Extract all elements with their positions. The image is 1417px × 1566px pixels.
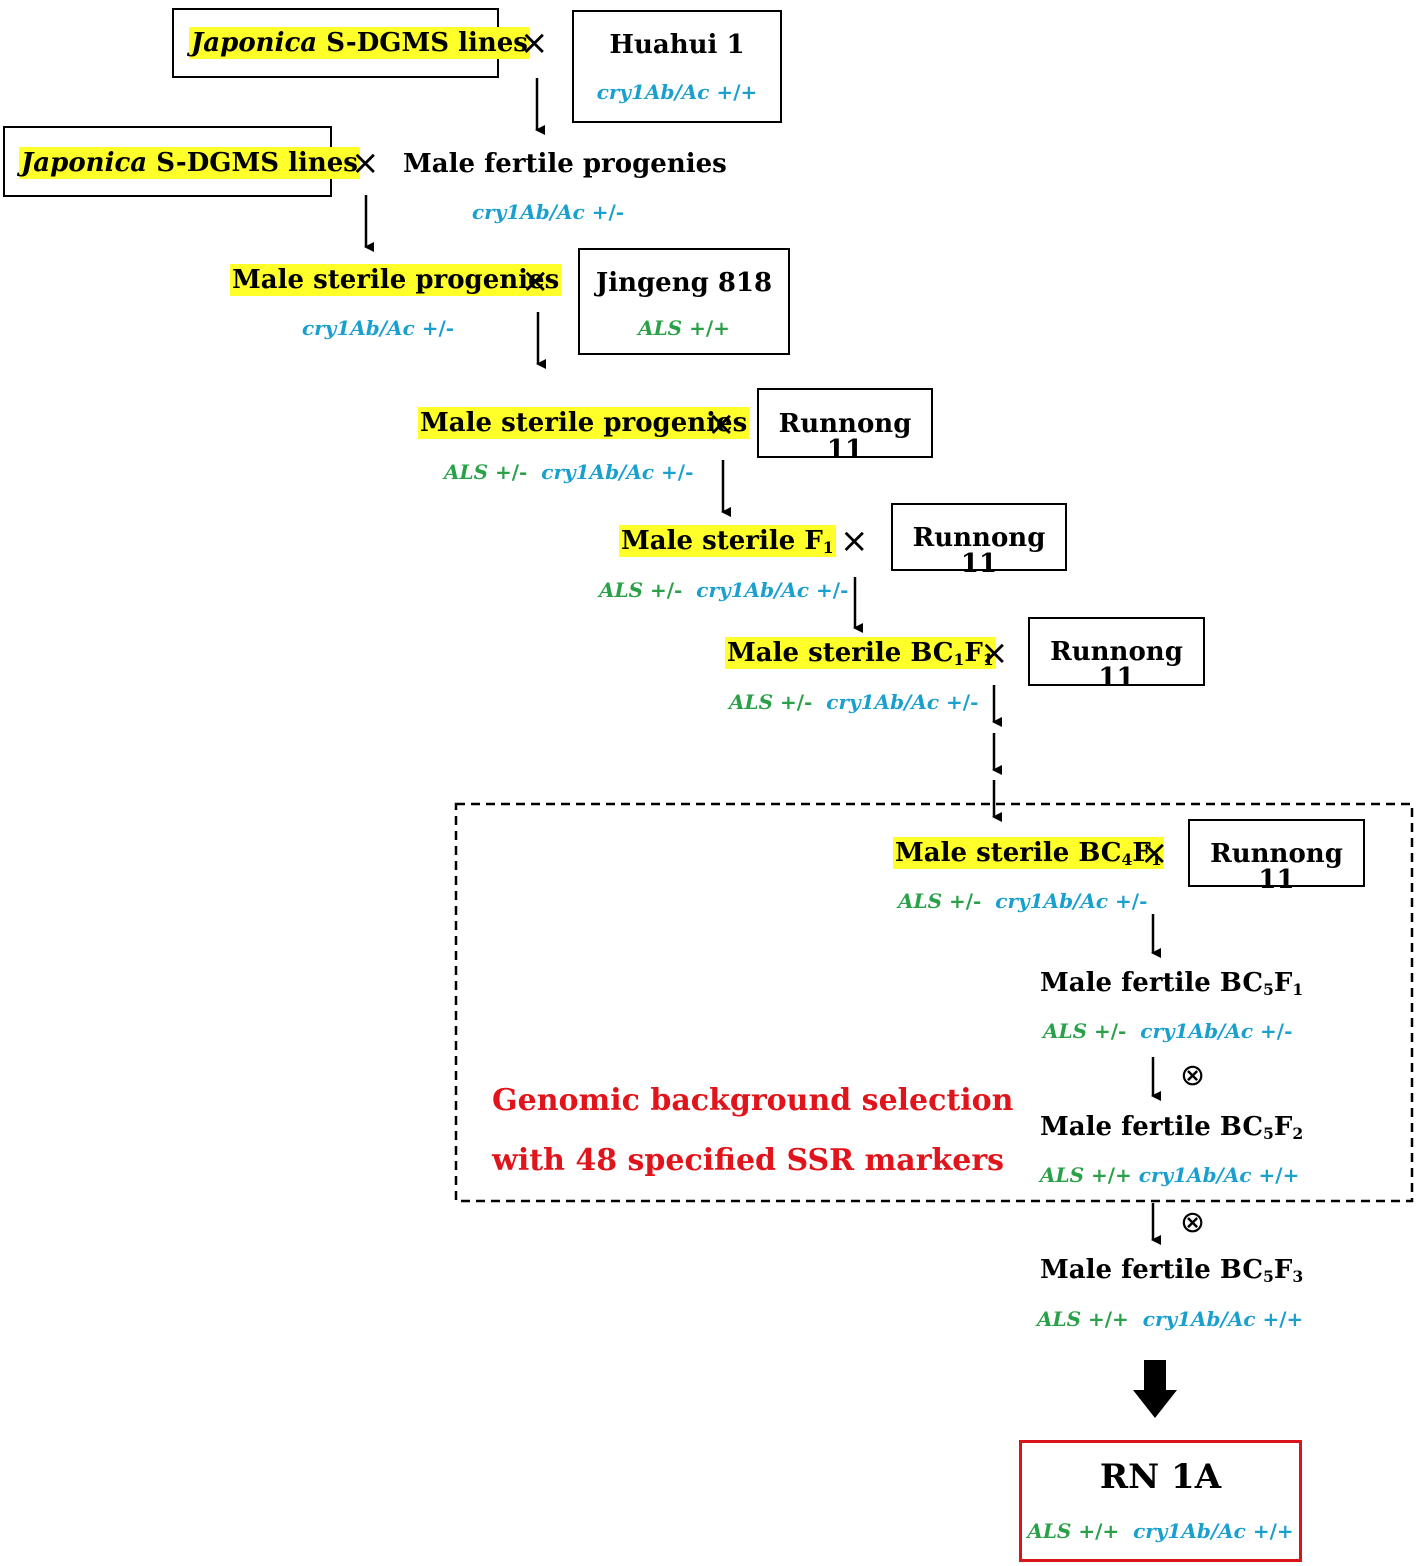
r6-als-val: +/- xyxy=(773,690,813,714)
japonica-label-italic-2: Japonica xyxy=(21,148,148,178)
runnong-label-1: Runnong 11 xyxy=(778,409,912,465)
r5-cry-val: +/- xyxy=(809,578,849,602)
r8-cry-val: +/- xyxy=(1253,1019,1293,1043)
r2-cry: cry1Ab/Ac xyxy=(472,200,585,224)
final-als: ALS xyxy=(1027,1519,1072,1543)
runnong-box-1: Runnong 11 xyxy=(757,388,933,463)
r9-cry-val: +/+ xyxy=(1251,1163,1300,1187)
runnong-label-4: Runnong 11 xyxy=(1210,839,1343,895)
r8-als-val: +/- xyxy=(1087,1019,1127,1043)
final-cry-val: +/+ xyxy=(1245,1519,1294,1543)
rn1a-title: RN 1A xyxy=(1099,1457,1222,1497)
r3-cry: cry1Ab/Ac xyxy=(302,316,415,340)
huahui-cry-val: +/+ xyxy=(709,80,758,104)
japonica-box-1: Japonica S-DGMS lines xyxy=(172,8,530,78)
r7-cry: cry1Ab/Ac xyxy=(995,889,1109,913)
r7-als-val: +/- xyxy=(942,889,982,913)
r10-als-val: +/+ xyxy=(1081,1307,1129,1331)
r8-cry: cry1Ab/Ac xyxy=(1140,1019,1254,1043)
r8-als: ALS xyxy=(1043,1019,1088,1043)
r9-als: ALS xyxy=(1040,1163,1085,1187)
r5-als: ALS xyxy=(599,578,644,602)
jingeng-als-val: +/+ xyxy=(682,316,730,340)
r9-als-val: +/+ xyxy=(1084,1163,1132,1187)
selection-dashed-box xyxy=(454,802,1414,1203)
huahui-box: Huahui 1 cry1Ab/Ac +/+ xyxy=(572,10,782,123)
runnong-label-3: Runnong 11 xyxy=(1050,637,1183,693)
r6-cry-val: +/- xyxy=(939,690,979,714)
japonica-label-rest-2: S-DGMS lines xyxy=(147,148,358,178)
rn1a-final-box: RN 1A ALS +/+ cry1Ab/Ac +/+ xyxy=(1019,1440,1302,1562)
r6-cry: cry1Ab/Ac xyxy=(826,690,940,714)
huahui-cry: cry1Ab/Ac xyxy=(596,80,710,104)
r2-cry-val: +/- xyxy=(584,200,625,224)
selection-note-line1: Genomic background selection xyxy=(492,1083,1014,1118)
final-als-val: +/+ xyxy=(1071,1519,1120,1543)
cross-symbol-5: × xyxy=(840,521,869,561)
r7-als: ALS xyxy=(898,889,943,913)
selection-note-line2: with 48 specified SSR markers xyxy=(492,1143,1005,1178)
runnong-box-3: Runnong 11 xyxy=(1028,617,1205,691)
self-symbol-2: ⊗ xyxy=(1180,1205,1206,1240)
cross-symbol-4: × xyxy=(707,404,736,444)
r3-cry-val: +/- xyxy=(414,316,455,340)
r4-cry-val: +/- xyxy=(654,460,694,484)
jingeng-label: Jingeng 818 xyxy=(595,268,773,298)
jingeng-box: Jingeng 818 ALS +/+ xyxy=(578,248,790,355)
r10-cry: cry1Ab/Ac xyxy=(1142,1307,1256,1331)
r5-cry: cry1Ab/Ac xyxy=(696,578,810,602)
cross-symbol-6: × xyxy=(980,633,1009,673)
male-sterile-progenies-label-1: Male sterile progenies xyxy=(230,264,562,296)
r10-cry-val: +/+ xyxy=(1255,1307,1304,1331)
final-cry: cry1Ab/Ac xyxy=(1133,1519,1246,1543)
male-fertile-bc5f1-label: Male fertile BC5F1 xyxy=(1040,968,1304,999)
japonica-label-italic: Japonica xyxy=(191,28,318,58)
cross-symbol-3: × xyxy=(521,261,550,301)
runnong-box-4: Runnong 11 xyxy=(1188,819,1365,893)
r7-cry-val: +/- xyxy=(1108,889,1148,913)
male-sterile-progenies-label-2: Male sterile progenies xyxy=(418,407,750,439)
r5-als-val: +/- xyxy=(643,578,683,602)
japonica-label-rest: S-DGMS lines xyxy=(317,28,528,58)
r4-cry: cry1Ab/Ac xyxy=(541,460,655,484)
jingeng-als: ALS xyxy=(638,316,683,340)
r10-als: ALS xyxy=(1037,1307,1082,1331)
male-fertile-bc5f2-label: Male fertile BC5F2 xyxy=(1040,1112,1304,1143)
runnong-box-2: Runnong 11 xyxy=(891,503,1067,577)
male-sterile-bc1f1-label: Male sterile BC1F1 xyxy=(725,637,996,669)
huahui-label: Huahui 1 xyxy=(609,30,745,60)
cross-symbol-7: × xyxy=(1140,833,1169,873)
cross-symbol-1: × xyxy=(520,23,549,63)
runnong-label-2: Runnong 11 xyxy=(912,523,1046,579)
male-sterile-bc4f1-label: Male sterile BC4F1 xyxy=(893,837,1164,869)
self-symbol-1: ⊗ xyxy=(1180,1058,1206,1093)
r4-als-val: +/- xyxy=(488,460,528,484)
japonica-box-2: Japonica S-DGMS lines xyxy=(3,126,360,197)
r6-als: ALS xyxy=(729,690,774,714)
male-fertile-progenies-label: Male fertile progenies xyxy=(403,149,727,179)
cross-symbol-2: × xyxy=(351,143,380,183)
r9-cry: cry1Ab/Ac xyxy=(1138,1163,1252,1187)
big-arrow xyxy=(1133,1360,1177,1418)
male-fertile-bc5f3-label: Male fertile BC5F3 xyxy=(1040,1255,1304,1286)
r4-als: ALS xyxy=(444,460,489,484)
male-sterile-f1-label: Male sterile F1 xyxy=(619,525,836,557)
